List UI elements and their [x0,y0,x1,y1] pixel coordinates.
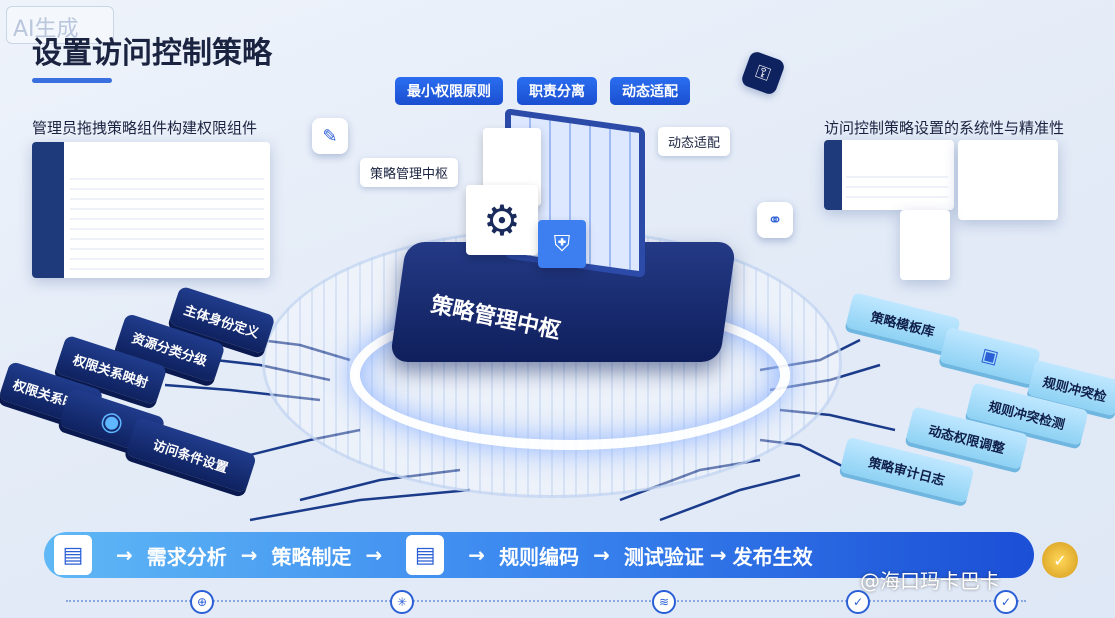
gear-icon: ⚙ [466,185,538,255]
policy-hub-tag: 策略管理中枢 [360,158,459,187]
ai-generated-watermark: AI生成 [6,6,114,44]
step-testing: 测试验证 [623,544,704,569]
arrow-icon: → [365,543,383,567]
step-policy-design: 策略制定 [271,544,352,569]
arrow-icon: → [116,543,133,567]
timeline-node-icon: ✓ [846,590,870,614]
timeline-node-icon: ✳ [390,590,414,614]
step-release: 发布生效 [732,544,813,569]
policy-dashboard-screenshot [824,140,954,210]
system-mockup-screenshot [958,140,1058,220]
author-watermark: @海口玛卡巴卡 [860,569,1000,593]
timeline-dotted-line [66,600,1026,602]
dynamic-adaptation-tag: 动态适配 [658,127,731,156]
timeline-node-icon: ≋ [652,590,676,614]
arrow-icon: → [468,543,486,567]
step-rule-coding: 规则编码 [499,544,580,569]
timeline-node-icon: ⊕ [190,590,214,614]
shield-icon: ⛨ [538,220,586,268]
process-flow-bar: ▤ → 需求分析 → 策略制定 → ▤ → 规则编码 → 测试验证 → 发布生效 [44,532,1034,578]
right-panel-caption: 访问控制策略设置的系统性与精准性 [824,119,1065,137]
timeline-node-icon: ✓ [994,590,1018,614]
document-icon: ▤ [54,535,92,575]
arrow-icon: → [240,543,258,567]
pen-icon: ✎ [312,118,348,154]
arrow-icon: → [709,543,727,567]
principle-least-privilege: 最小权限原则 [395,77,503,105]
document-icon: ▤ [406,535,445,575]
medal-check-icon: ✓ [1042,542,1078,578]
link-icon: ⚭ [757,202,793,238]
admin-console-screenshot [32,142,270,278]
left-panel-caption: 管理员拖拽策略组件构建权限组件 [32,119,258,137]
principle-dynamic-adaptation: 动态适配 [610,77,690,105]
arrow-icon: → [593,543,610,567]
mobile-mockup [900,210,950,280]
page-title: 设置访问控制策略 [32,36,272,71]
title-underline [32,78,112,83]
step-requirements: 需求分析 [146,544,227,569]
principle-separation-of-duties: 职责分离 [517,77,597,105]
